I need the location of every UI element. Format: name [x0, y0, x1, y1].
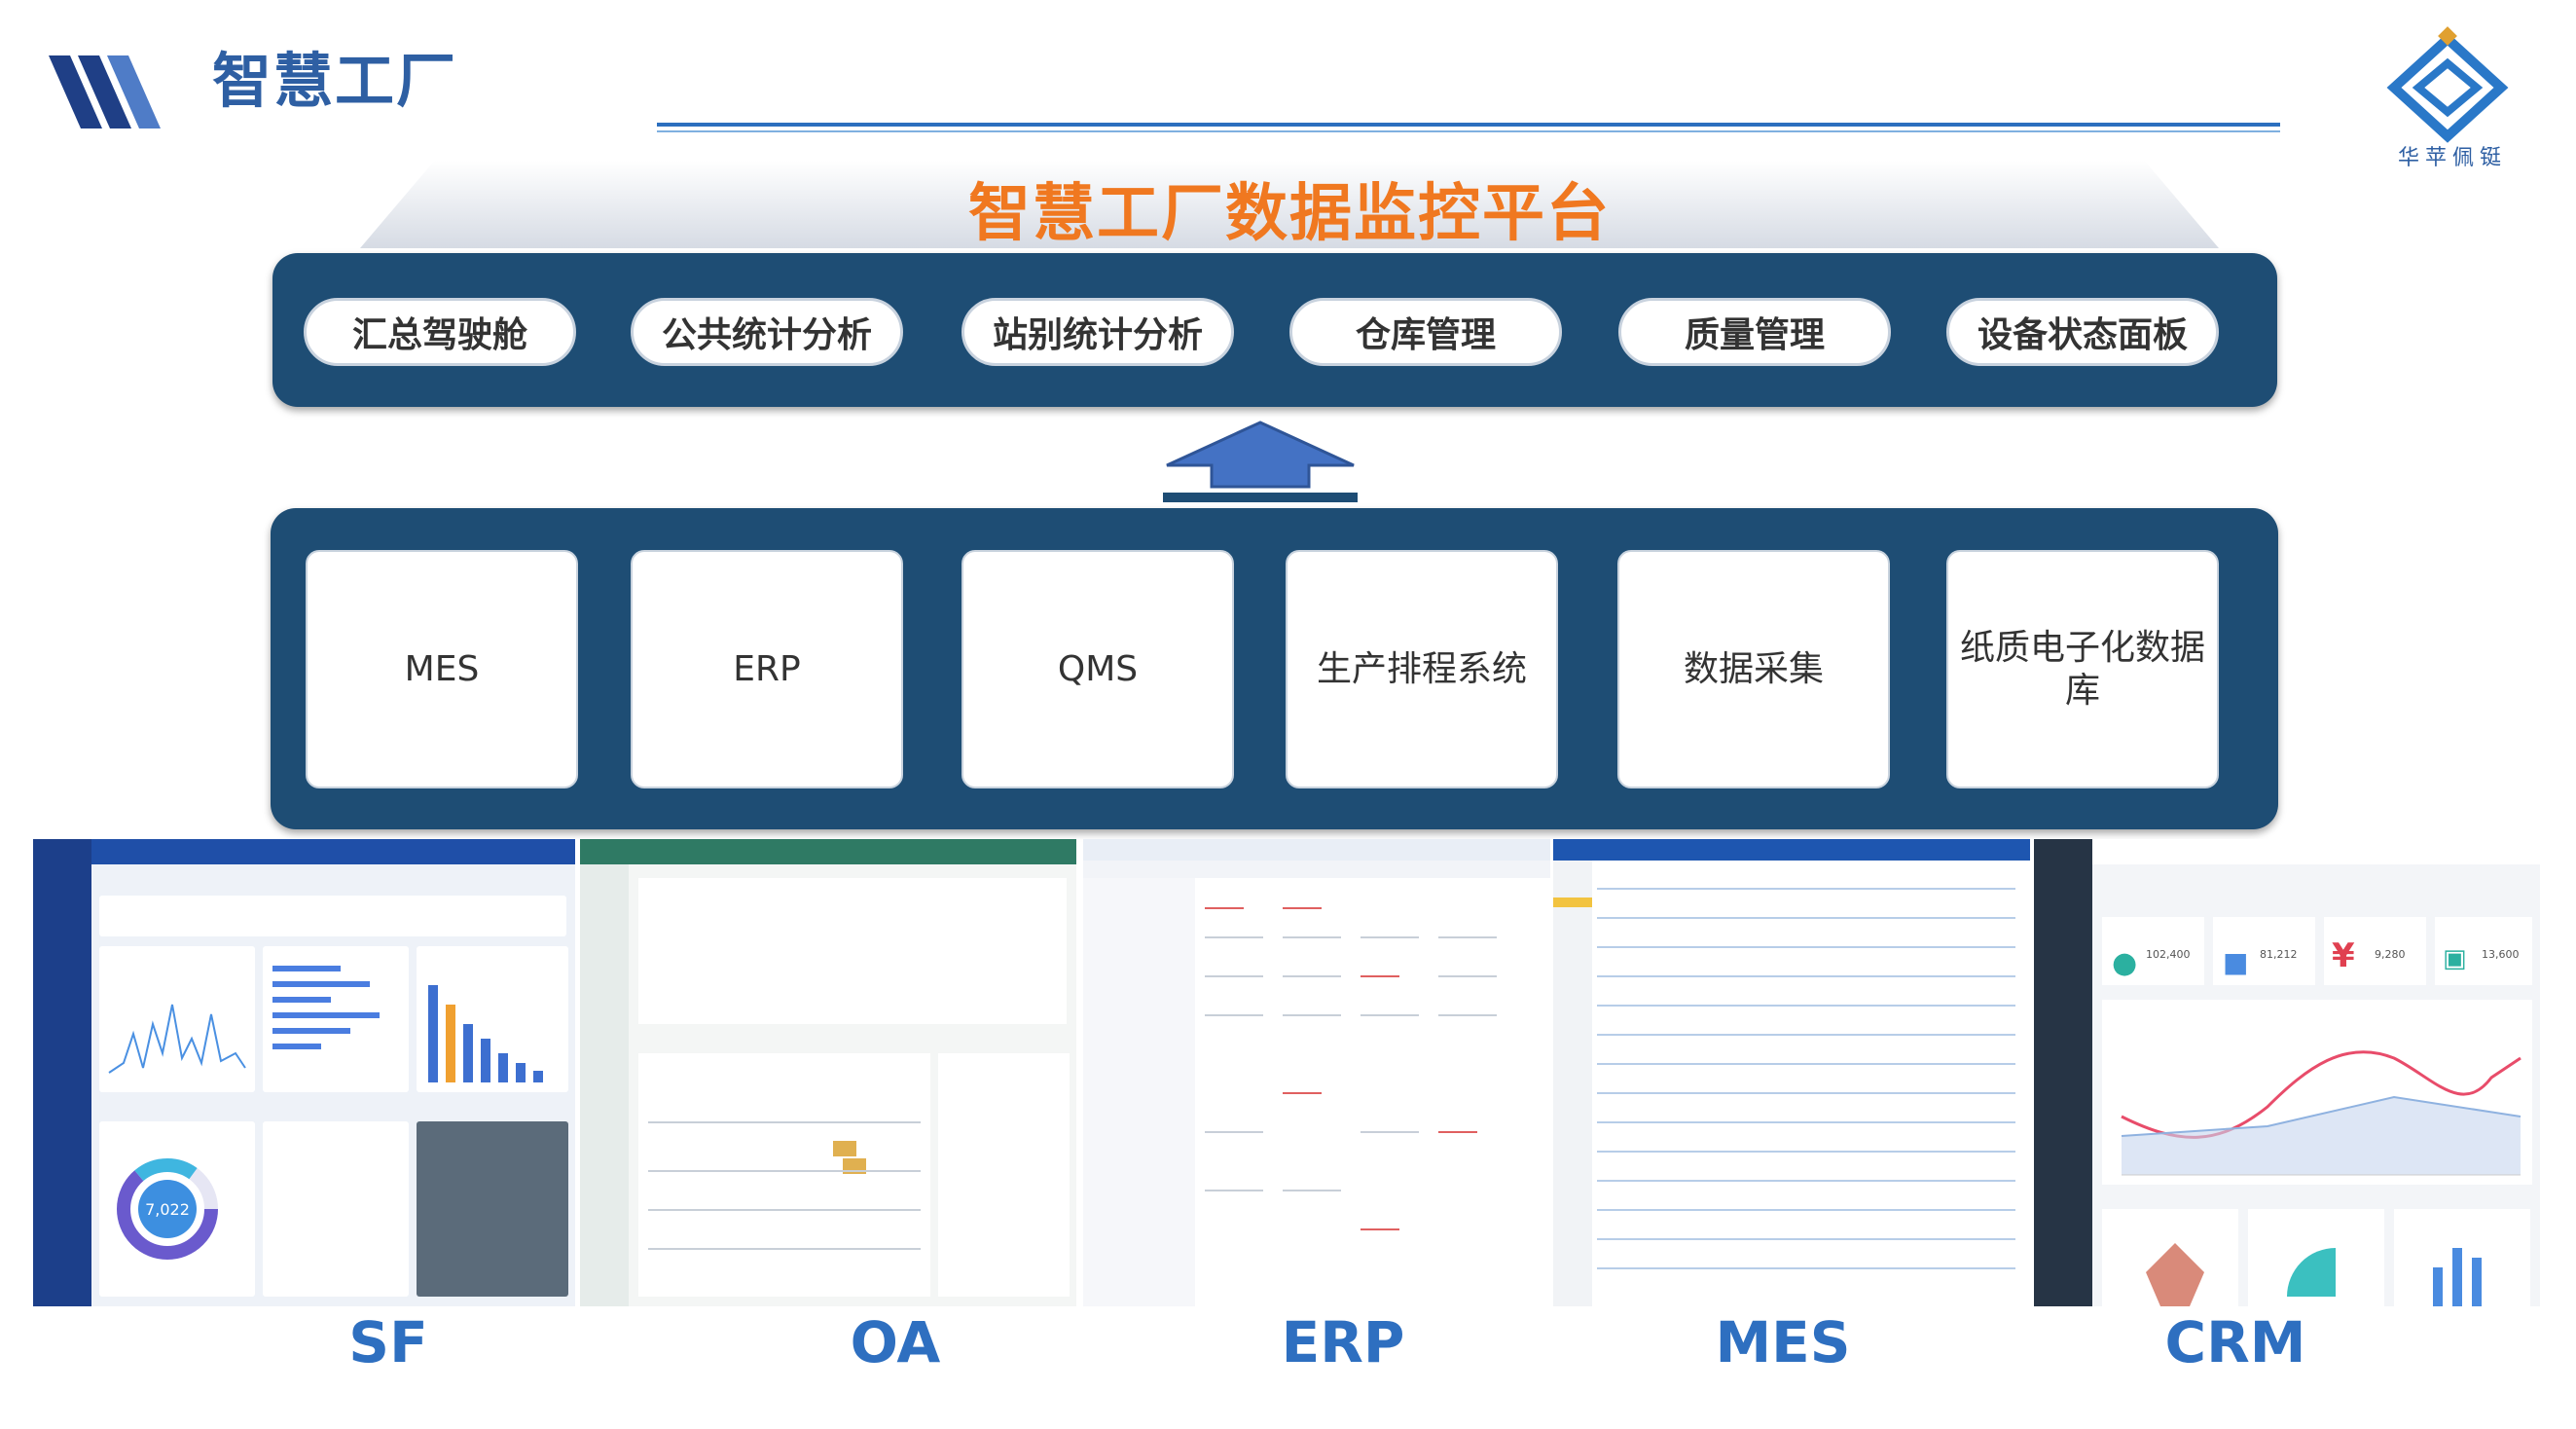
label-sf: SF [348, 1309, 428, 1375]
mes-screenshot [1553, 839, 2030, 1306]
crm-value-4: 13,600 [2482, 948, 2520, 961]
module-equipment: 设备状态面板 [1946, 298, 2219, 366]
erp-screenshot [1083, 839, 1550, 1306]
system-paperless-db: 纸质电子化数据库 [1946, 550, 2219, 788]
module-public-stats: 公共统计分析 [631, 298, 903, 366]
page-title: 智慧工厂 [212, 47, 458, 116]
oa-screenshot [580, 839, 1076, 1306]
platform-title: 智慧工厂数据监控平台 [968, 178, 1611, 250]
module-quality: 质量管理 [1618, 298, 1891, 366]
system-mes: MES [306, 550, 578, 788]
sf-donut-value: 7,022 [145, 1200, 190, 1219]
platform-banner [360, 161, 2219, 248]
systems-panel: MES ERP QMS 生产排程系统 数据采集 纸质电子化数据库 [271, 508, 2278, 829]
header-divider [657, 123, 2280, 127]
system-scheduling: 生产排程系统 [1286, 550, 1558, 788]
system-erp: ERP [631, 550, 903, 788]
system-data-collection: 数据采集 [1617, 550, 1890, 788]
crm-value-3: 9,280 [2375, 948, 2406, 961]
platform-modules-panel: 汇总驾驶舱 公共统计分析 站别统计分析 仓库管理 质量管理 设备状态面板 [272, 253, 2277, 407]
crm-value-1: 102,400 [2146, 948, 2191, 961]
system-qms: QMS [961, 550, 1234, 788]
brand-logo-icon [2386, 26, 2509, 143]
label-erp: ERP [1281, 1309, 1405, 1375]
header-divider-thin [657, 130, 2280, 132]
crm-screenshot: ● ■ ¥ ▣ 102,400 81,212 9,280 13,600 [2034, 839, 2540, 1306]
brand-text: 华苹佩铤 [2397, 146, 2507, 170]
crm-value-2: 81,212 [2260, 948, 2298, 961]
up-arrow-icon [1163, 421, 1358, 502]
label-oa: OA [850, 1309, 941, 1375]
module-warehouse: 仓库管理 [1289, 298, 1562, 366]
company-logo-icon [49, 55, 161, 128]
module-dashboard: 汇总驾驶舱 [304, 298, 576, 366]
label-crm: CRM [2164, 1309, 2306, 1375]
module-station-stats: 站别统计分析 [961, 298, 1234, 366]
sf-screenshot: 7,022 [33, 839, 575, 1306]
label-mes: MES [1715, 1309, 1851, 1375]
